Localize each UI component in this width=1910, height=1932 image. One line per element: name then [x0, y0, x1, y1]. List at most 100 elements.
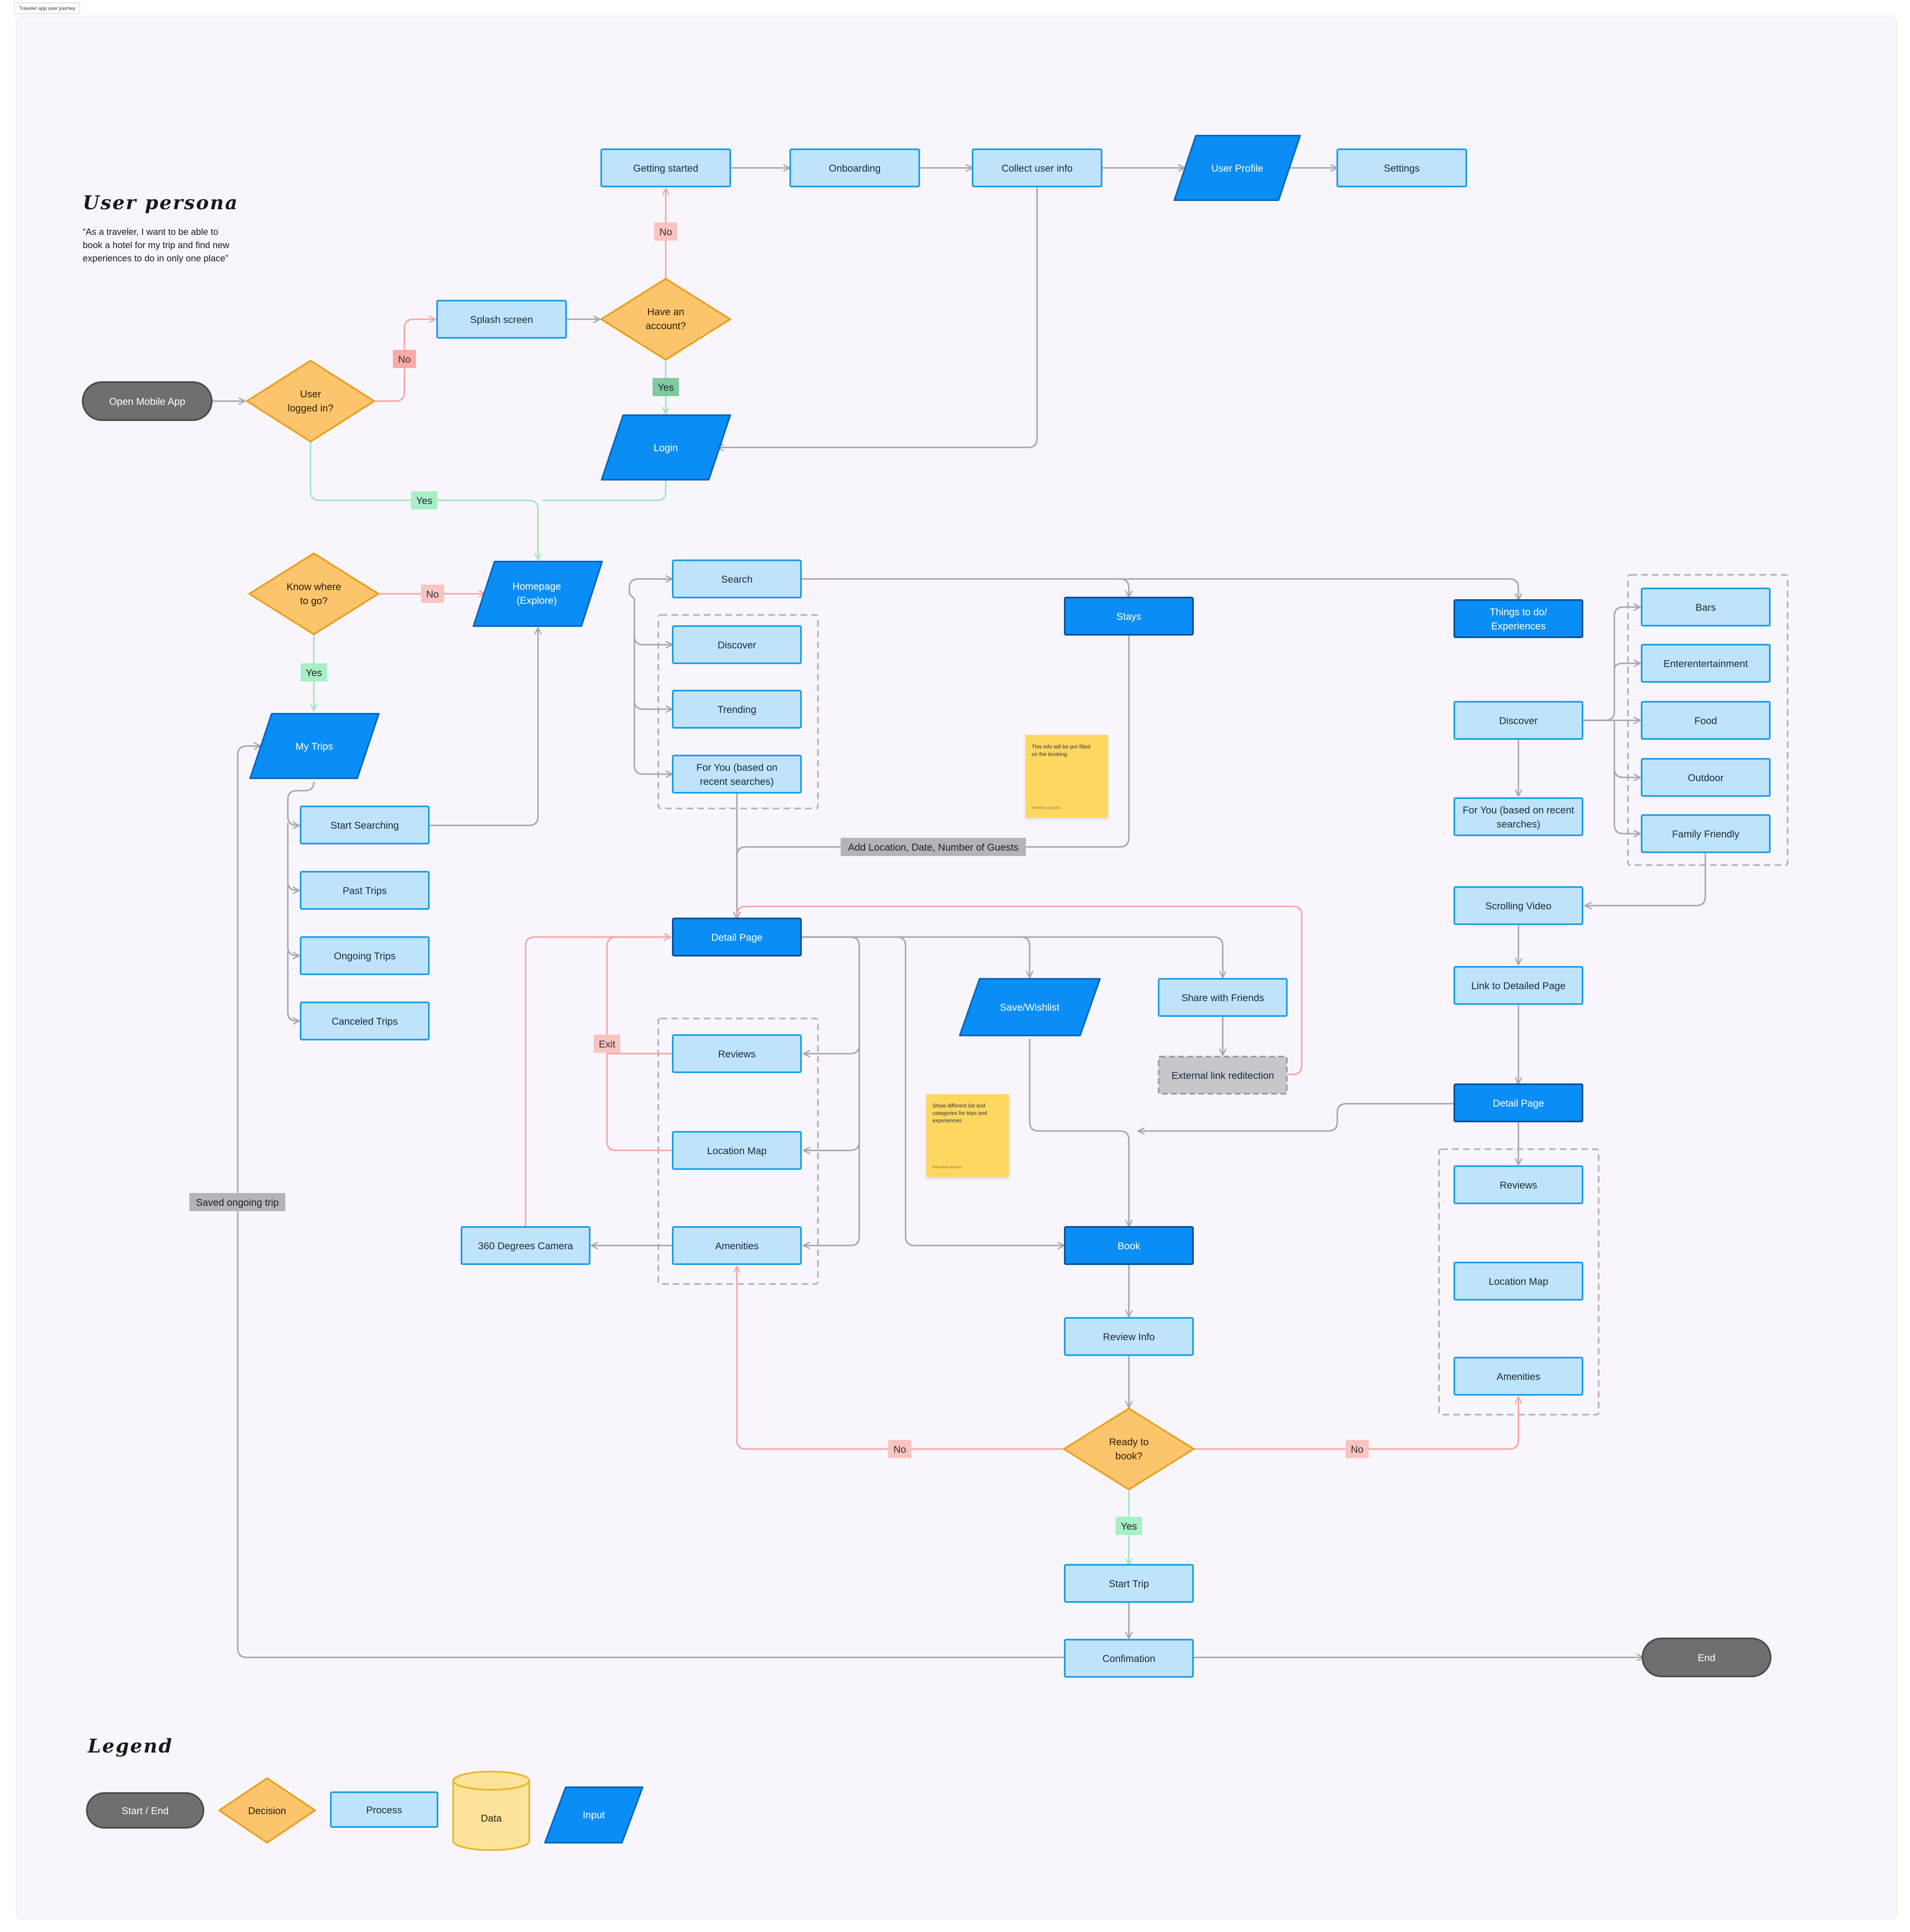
ongoing-trips-node[interactable]: Ongoing Trips — [300, 936, 430, 975]
legend-process: Process — [330, 1791, 438, 1828]
external-link-node[interactable]: External link reditection — [1158, 1056, 1288, 1095]
edge-mytrips-to-start — [287, 781, 315, 825]
settings-node[interactable]: Settings — [1336, 148, 1467, 187]
review-info-node[interactable]: Review Info — [1064, 1317, 1194, 1356]
amenities-node[interactable]: Amenities — [672, 1226, 802, 1265]
svg-text:Share with Friends: Share with Friends — [1181, 992, 1264, 1004]
svg-text:This info will be pre filled: This info will be pre filled — [1032, 744, 1090, 750]
collect-user-info-node[interactable]: Collect user info — [972, 148, 1102, 187]
svg-text:User Profile: User Profile — [1211, 163, 1263, 174]
svg-text:Detail Page: Detail Page — [711, 932, 763, 943]
amenities-exp-node[interactable]: Amenities — [1453, 1357, 1583, 1396]
scrolling-video-node[interactable]: Scrolling Video — [1453, 886, 1583, 925]
link-detailed-node[interactable]: Link to Detailed Page — [1453, 966, 1583, 1005]
frame-title[interactable]: Traveler app user journey — [14, 2, 81, 14]
past-trips-node[interactable]: Past Trips — [300, 871, 430, 910]
edge-detail-to-reviews — [802, 936, 860, 1054]
legend-data: Data — [452, 1771, 530, 1851]
search-node[interactable]: Search — [672, 560, 802, 598]
reviews-exp-node[interactable]: Reviews — [1453, 1165, 1583, 1204]
svg-text:Start Trip: Start Trip — [1109, 1578, 1149, 1590]
note-booking[interactable]: This info will be pre filled on the book… — [1026, 735, 1108, 818]
detail-page-node[interactable]: Detail Page — [672, 918, 802, 956]
discover-exp-node[interactable]: Discover — [1453, 701, 1583, 740]
homepage-node[interactable]: Homepage(Explore) — [473, 561, 603, 627]
label-no-ready-right-bg — [1346, 1440, 1369, 1458]
open-app-terminal[interactable]: Open Mobile App — [82, 381, 213, 421]
user-profile-node[interactable]: User Profile — [1174, 135, 1301, 201]
location-map-exp-node[interactable]: Location Map — [1453, 1262, 1583, 1301]
entertainment-node[interactable]: Enterentertainment — [1641, 644, 1771, 683]
svg-text:Valentina Urquizo: Valentina Urquizo — [932, 1165, 961, 1169]
edge-external-to-detail — [736, 906, 1303, 1075]
food-node[interactable]: Food — [1641, 701, 1771, 740]
svg-text:Decision: Decision — [248, 1805, 286, 1817]
legend-title: Legend — [87, 1735, 173, 1757]
edge-login-to-home — [542, 480, 667, 501]
svg-text:Getting started: Getting started — [633, 163, 698, 174]
edge-search-to-things — [1116, 578, 1518, 600]
discover-node[interactable]: Discover — [672, 625, 802, 664]
svg-text:Know where: Know where — [287, 581, 341, 593]
end-terminal[interactable]: End — [1642, 1638, 1771, 1677]
svg-text:categories for trips and: categories for trips and — [932, 1110, 987, 1116]
start-trip-node[interactable]: Start Trip — [1064, 1564, 1194, 1603]
edge-start-searching-to-home — [429, 628, 538, 826]
svg-text:360 Degrees Camera: 360 Degrees Camera — [478, 1241, 573, 1252]
svg-text:Amenities: Amenities — [715, 1241, 758, 1252]
svg-text:Input: Input — [583, 1810, 605, 1821]
label-no-ready-left-bg — [888, 1440, 911, 1458]
trending-node[interactable]: Trending — [672, 690, 802, 729]
svg-text:Open Mobile App: Open Mobile App — [109, 396, 185, 407]
my-trips-node[interactable]: My Trips — [249, 713, 380, 779]
getting-started-node[interactable]: Getting started — [600, 148, 731, 187]
persona: User persona “As a traveler, I want to b… — [83, 191, 237, 263]
experience-categories-group — [1627, 574, 1788, 866]
outdoor-node[interactable]: Outdoor — [1641, 758, 1771, 797]
bars-node[interactable]: Bars — [1641, 588, 1771, 626]
svg-text:Splash screen: Splash screen — [470, 314, 533, 325]
svg-text:User: User — [300, 389, 321, 400]
edge-mytrips-to-past — [287, 823, 299, 890]
things-to-do-node[interactable]: Things to do/Experiences — [1453, 599, 1583, 638]
svg-text:experiences: experiences — [932, 1117, 962, 1124]
splash-screen-node[interactable]: Splash screen — [436, 300, 567, 339]
onboarding-node[interactable]: Onboarding — [789, 148, 920, 187]
label-yes-logged-bg — [411, 491, 437, 509]
location-map-node[interactable]: Location Map — [672, 1131, 802, 1170]
edge-things-to-family — [1614, 765, 1640, 834]
note-categories[interactable]: Show different list and categories for t… — [926, 1094, 1009, 1177]
label-yes-know-bg — [301, 663, 327, 681]
edge-mytrips-to-ongoing — [287, 885, 299, 956]
stays-node[interactable]: Stays — [1064, 597, 1194, 636]
edge-things-to-ent — [1614, 663, 1640, 670]
book-node[interactable]: Book — [1064, 1226, 1194, 1265]
svg-text:Start Searching: Start Searching — [330, 820, 399, 831]
input-nodes: User Profile Login Homepage(Explore) My … — [249, 135, 1301, 1036]
canceled-trips-node[interactable]: Canceled Trips — [300, 1002, 430, 1040]
terminal-nodes: Open Mobile App End — [82, 381, 1771, 1677]
svg-text:Ongoing Trips: Ongoing Trips — [334, 951, 395, 962]
highlight-nodes: Stays Things to do/Experiences Detail Pa… — [672, 597, 1583, 1265]
family-friendly-node[interactable]: Family Friendly — [1641, 814, 1771, 853]
login-node[interactable]: Login — [601, 414, 731, 481]
share-node[interactable]: Share with Friends — [1158, 978, 1288, 1017]
detail-page-exp-node[interactable]: Detail Page — [1453, 1083, 1583, 1122]
confirmation-node[interactable]: Confimation — [1064, 1639, 1194, 1678]
camera-node[interactable]: 360 Degrees Camera — [461, 1226, 590, 1265]
label-no-splash: No — [398, 354, 411, 365]
svg-text:Book: Book — [1118, 1241, 1141, 1252]
save-wishlist-node[interactable]: Save/Wishlist — [959, 978, 1101, 1036]
svg-text:Trending: Trending — [717, 704, 756, 715]
start-searching-node[interactable]: Start Searching — [300, 806, 430, 844]
reviews-node[interactable]: Reviews — [672, 1034, 802, 1073]
svg-text:Homepage: Homepage — [512, 581, 561, 592]
